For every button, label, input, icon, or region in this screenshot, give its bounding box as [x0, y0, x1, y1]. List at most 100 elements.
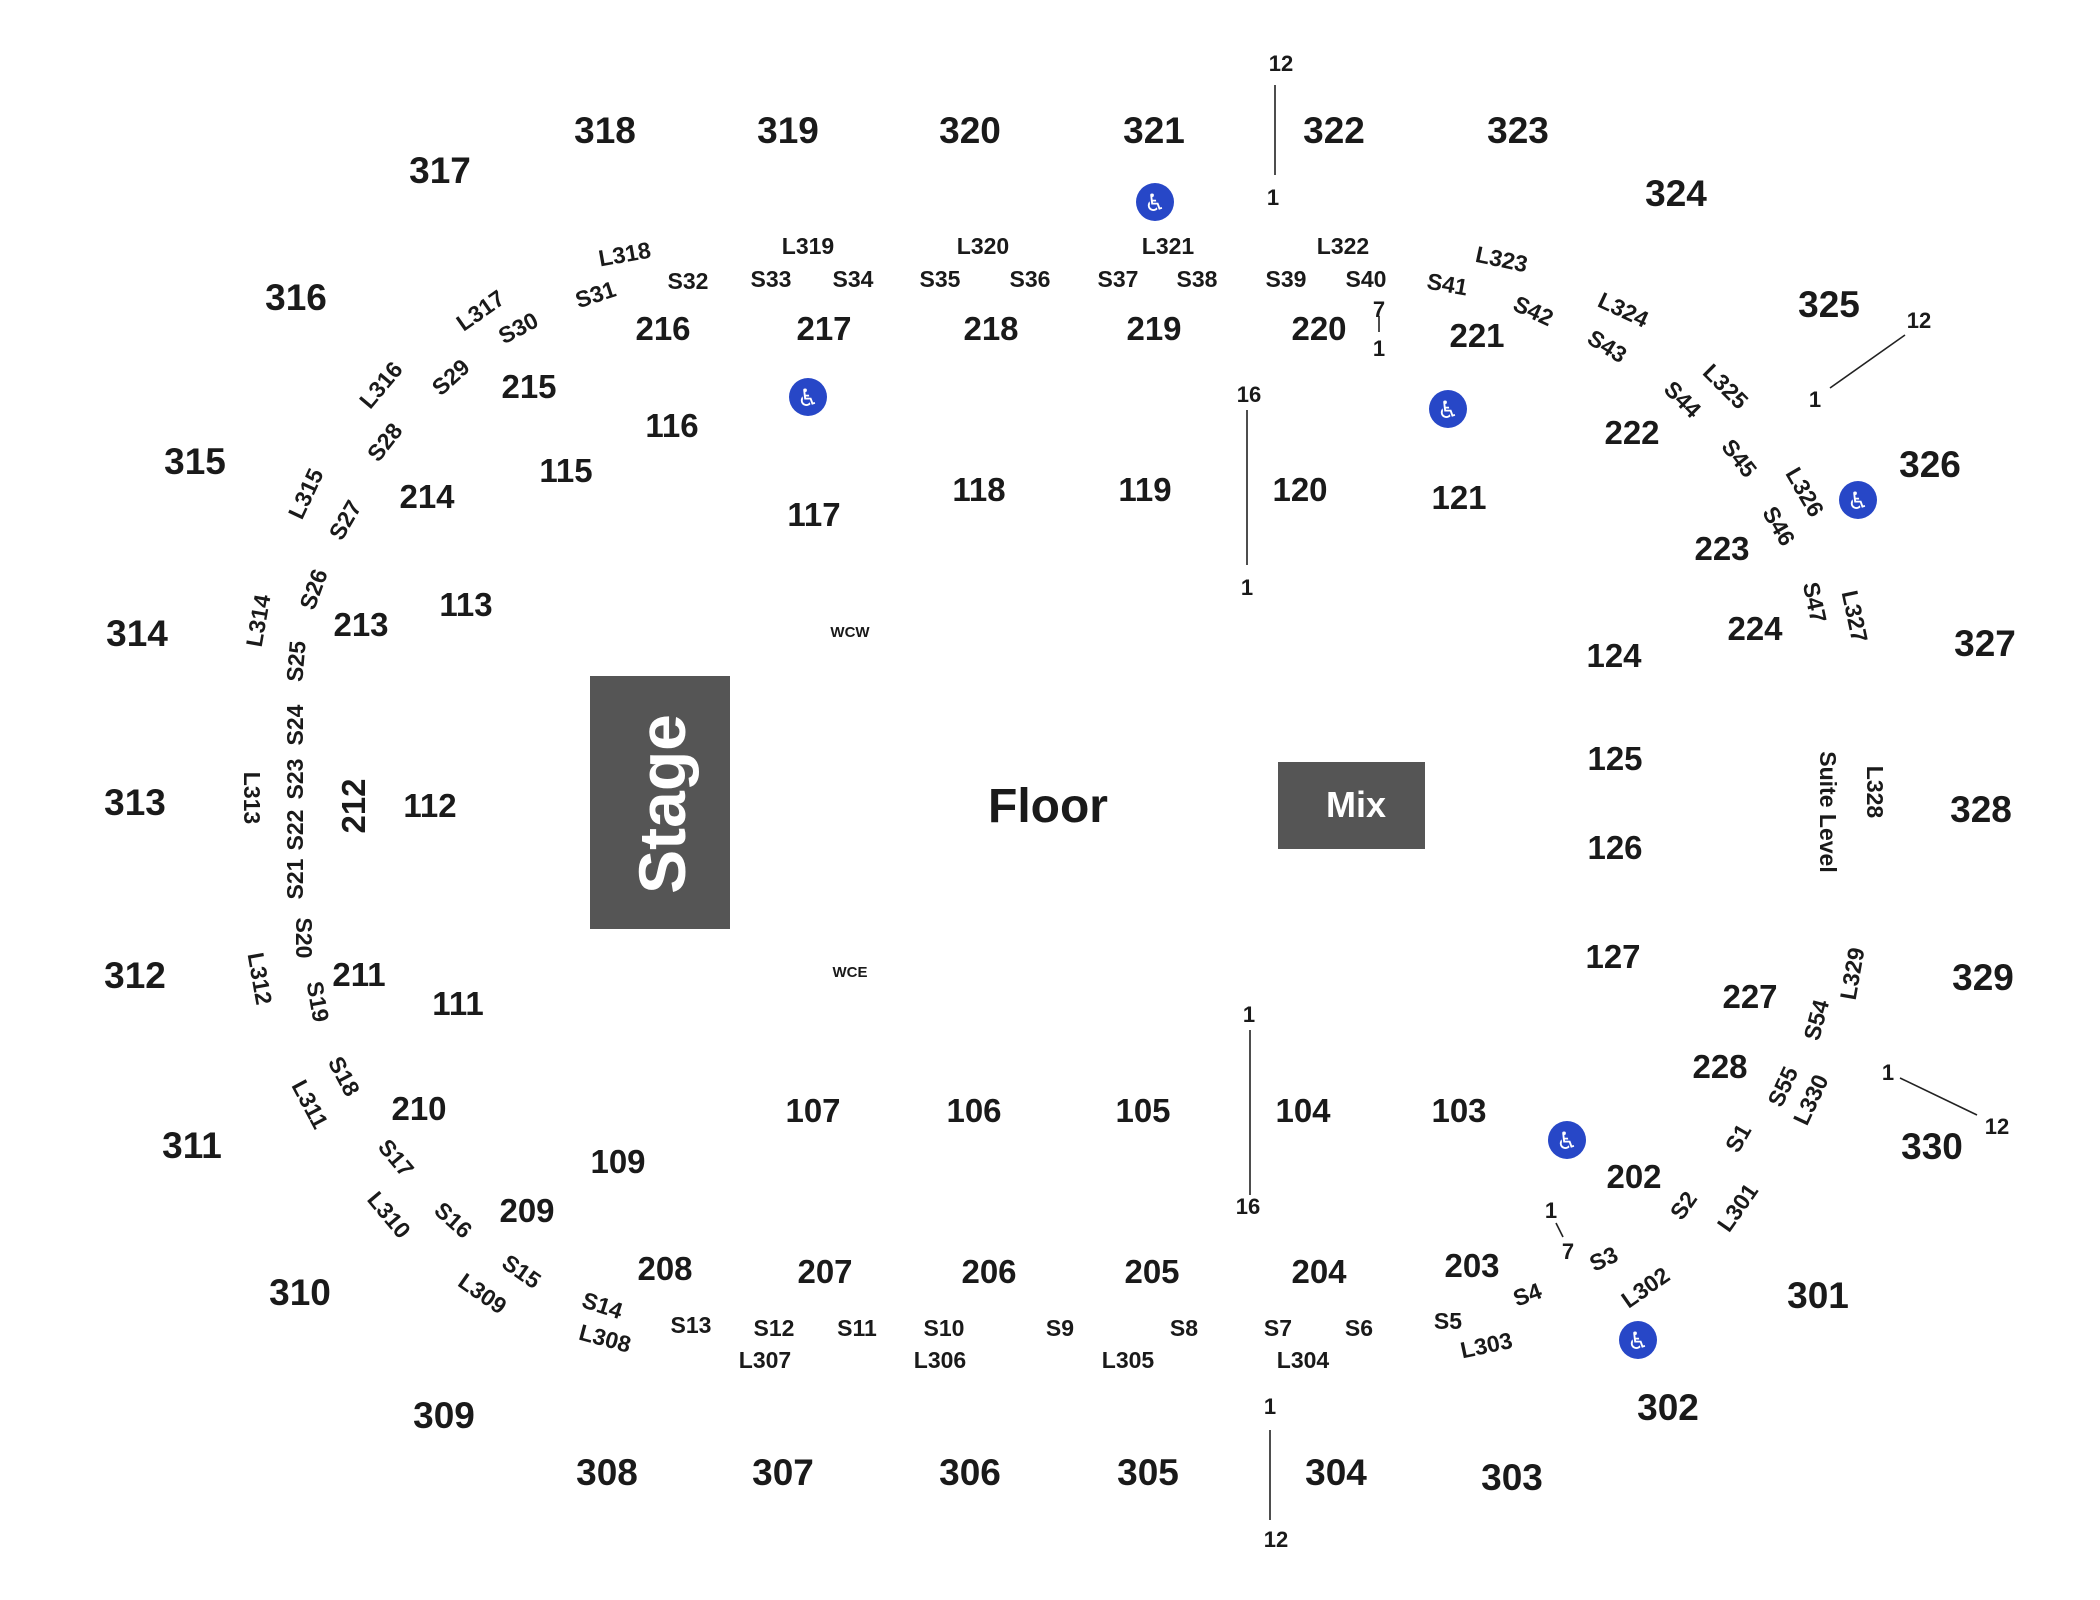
section-323[interactable]: 323	[1487, 110, 1549, 151]
section-303[interactable]: 303	[1481, 1457, 1543, 1498]
suite-s2[interactable]: S2	[1665, 1186, 1702, 1224]
loge-l328[interactable]: L328	[1862, 766, 1888, 819]
suite-s3[interactable]: S3	[1585, 1241, 1621, 1276]
section-209[interactable]: 209	[499, 1192, 554, 1229]
loge-l320[interactable]: L320	[957, 233, 1009, 259]
suite-s38[interactable]: S38	[1177, 266, 1218, 292]
suite-s17[interactable]: S17	[373, 1134, 419, 1182]
section-120[interactable]: 120	[1272, 471, 1327, 508]
section-205[interactable]: 205	[1124, 1253, 1179, 1290]
section-308[interactable]: 308	[576, 1452, 638, 1493]
suite-s43[interactable]: S43	[1583, 324, 1631, 368]
suite-s21[interactable]: S21	[282, 858, 308, 899]
section-103[interactable]: 103	[1431, 1092, 1486, 1129]
suite-s24[interactable]: S24	[282, 704, 308, 745]
section-321[interactable]: 321	[1123, 110, 1185, 151]
section-313[interactable]: 313	[104, 782, 166, 823]
suite-s22[interactable]: S22	[282, 810, 308, 851]
suite-s14[interactable]: S14	[579, 1287, 626, 1324]
section-306[interactable]: 306	[939, 1452, 1001, 1493]
section-214[interactable]: 214	[399, 478, 455, 515]
suite-s54[interactable]: S54	[1798, 997, 1834, 1043]
loge-l326[interactable]: L326	[1781, 463, 1830, 521]
loge-l319[interactable]: L319	[782, 233, 834, 259]
suite-s29[interactable]: S29	[427, 354, 475, 401]
loge-l306[interactable]: L306	[914, 1347, 966, 1373]
loge-l302[interactable]: L302	[1616, 1262, 1674, 1313]
section-304[interactable]: 304	[1305, 1452, 1367, 1493]
suite-s20[interactable]: S20	[291, 918, 317, 959]
loge-l308[interactable]: L308	[576, 1319, 634, 1358]
suite-s13[interactable]: S13	[671, 1312, 712, 1338]
section-228[interactable]: 228	[1692, 1048, 1747, 1085]
loge-l304[interactable]: L304	[1277, 1347, 1330, 1373]
suite-s28[interactable]: S28	[362, 418, 408, 466]
section-301[interactable]: 301	[1787, 1275, 1849, 1316]
loge-l313[interactable]: L313	[239, 772, 265, 824]
section-227[interactable]: 227	[1722, 978, 1777, 1015]
section-204[interactable]: 204	[1291, 1253, 1347, 1290]
section-107[interactable]: 107	[785, 1092, 840, 1129]
section-222[interactable]: 222	[1604, 414, 1659, 451]
section-116[interactable]: 116	[645, 407, 698, 444]
loge-l325[interactable]: L325	[1698, 359, 1754, 415]
section-223[interactable]: 223	[1694, 530, 1749, 567]
section-111[interactable]: 111	[432, 985, 483, 1022]
suite-s8[interactable]: S8	[1170, 1315, 1198, 1341]
suite-s18[interactable]: S18	[323, 1052, 365, 1101]
section-327[interactable]: 327	[1954, 623, 2016, 664]
section-325[interactable]: 325	[1798, 284, 1860, 325]
section-115[interactable]: 115	[539, 452, 592, 489]
section-315[interactable]: 315	[164, 441, 226, 482]
section-112[interactable]: 112	[403, 787, 456, 824]
section-216[interactable]: 216	[635, 310, 690, 347]
section-311[interactable]: 311	[162, 1125, 222, 1166]
section-314[interactable]: 314	[106, 613, 168, 654]
loge-l301[interactable]: L301	[1712, 1178, 1763, 1236]
suite-s16[interactable]: S16	[429, 1197, 477, 1244]
suite-s7[interactable]: S7	[1264, 1315, 1292, 1341]
section-206[interactable]: 206	[961, 1253, 1016, 1290]
suite-s46[interactable]: S46	[1757, 502, 1800, 550]
suite-s30[interactable]: S30	[494, 307, 542, 349]
section-215[interactable]: 215	[501, 368, 556, 405]
section-202[interactable]: 202	[1606, 1158, 1661, 1195]
loge-l305[interactable]: L305	[1102, 1347, 1155, 1373]
section-320[interactable]: 320	[939, 110, 1001, 151]
section-125[interactable]: 125	[1587, 740, 1642, 777]
suite-s31[interactable]: S31	[572, 276, 619, 313]
suite-s37[interactable]: S37	[1098, 266, 1139, 292]
section-217[interactable]: 217	[796, 310, 851, 347]
loge-l311[interactable]: L311	[287, 1076, 334, 1134]
suite-s5[interactable]: S5	[1434, 1308, 1462, 1334]
suite-s11[interactable]: S11	[837, 1315, 877, 1341]
section-221[interactable]: 221	[1449, 317, 1504, 354]
floor-label[interactable]: Floor	[988, 780, 1108, 833]
section-210[interactable]: 210	[391, 1090, 446, 1127]
section-328[interactable]: 328	[1950, 789, 2012, 830]
suite-s33[interactable]: S33	[751, 266, 792, 292]
section-302[interactable]: 302	[1637, 1387, 1699, 1428]
section-318[interactable]: 318	[574, 110, 636, 151]
suite-s47[interactable]: S47	[1798, 580, 1832, 625]
section-220[interactable]: 220	[1291, 310, 1346, 347]
loge-l315[interactable]: L315	[283, 464, 329, 523]
suite-s10[interactable]: S10	[924, 1315, 965, 1341]
suite-s6[interactable]: S6	[1345, 1315, 1373, 1341]
loge-l327[interactable]: L327	[1837, 588, 1873, 645]
suite-s35[interactable]: S35	[920, 266, 961, 292]
loge-l329[interactable]: L329	[1835, 946, 1870, 1002]
stage[interactable]: Stage	[590, 676, 730, 929]
section-218[interactable]: 218	[963, 310, 1018, 347]
suite-s23[interactable]: S23	[282, 759, 308, 800]
suite-s44[interactable]: S44	[1659, 376, 1706, 423]
section-119[interactable]: 119	[1118, 471, 1171, 508]
section-324[interactable]: 324	[1645, 173, 1707, 214]
loge-l314[interactable]: L314	[241, 592, 276, 648]
section-330[interactable]: 330	[1901, 1126, 1963, 1167]
section-305[interactable]: 305	[1117, 1452, 1179, 1493]
loge-l316[interactable]: L316	[354, 356, 408, 413]
section-322[interactable]: 322	[1303, 110, 1365, 151]
section-307[interactable]: 307	[752, 1452, 814, 1493]
section-207[interactable]: 207	[797, 1253, 852, 1290]
